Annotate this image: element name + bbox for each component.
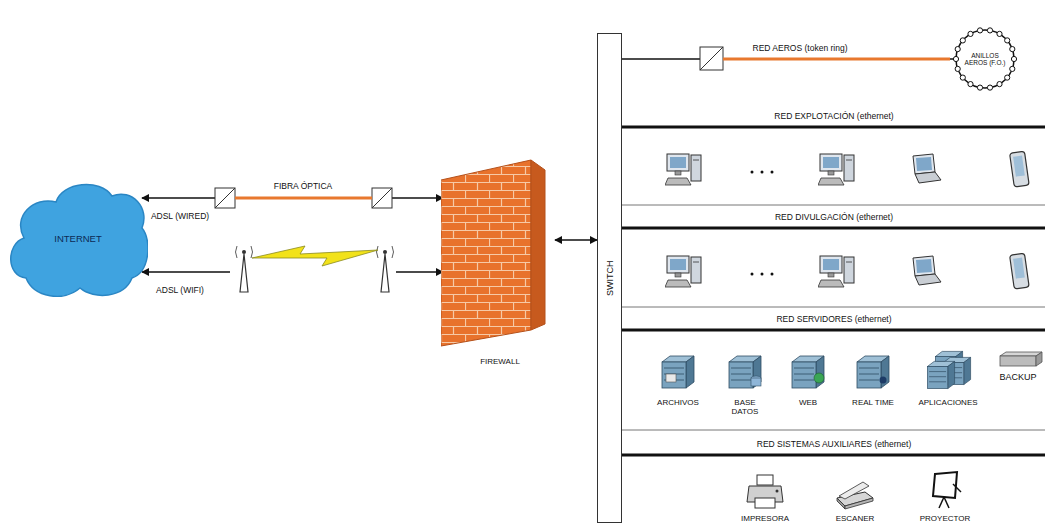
ring-node	[955, 47, 960, 52]
device-label: ESCANER	[836, 514, 875, 523]
link-label: ADSL (WIFI)	[156, 286, 204, 296]
ring-node	[953, 56, 958, 61]
node-text: ANILLOS AEROS (F.O.)	[964, 52, 1006, 66]
link-label: ADSL (WIRED)	[151, 212, 209, 222]
ring-node	[987, 28, 992, 33]
ring-node	[955, 66, 960, 71]
ring-node	[977, 28, 982, 33]
ring-node	[968, 82, 973, 87]
ring-node	[997, 31, 1002, 36]
ring-node	[960, 75, 965, 80]
device-label: PROYECTOR	[920, 514, 971, 523]
node-text: INTERNET	[54, 234, 102, 245]
ring-node	[987, 85, 992, 90]
device-label: IMPRESORA	[741, 514, 789, 523]
cloud-outline	[11, 185, 148, 297]
device-label: WEB	[799, 398, 817, 407]
device-label: BACKUP	[999, 372, 1036, 382]
workstation-icons	[665, 151, 1029, 289]
token-ring: ANILLOS AEROS (F.O.)	[952, 26, 1018, 92]
firewall-wall: FIREWALL	[441, 158, 559, 370]
node-text: FIREWALL	[441, 357, 559, 366]
connector-label: FIBRA ÓPTICA	[272, 181, 335, 191]
ring-node	[960, 38, 965, 43]
ring-node	[1005, 38, 1010, 43]
ring-outline	[956, 30, 1014, 88]
device-label: BASE DATOS	[728, 398, 762, 416]
firewall-side	[531, 160, 545, 330]
server-icons	[662, 351, 1042, 388]
ring-node	[1011, 56, 1016, 61]
firewall-bricks	[441, 158, 551, 348]
ring-node	[1010, 66, 1015, 71]
ring-node	[1005, 75, 1010, 80]
ring-node	[977, 85, 982, 90]
connector	[622, 58, 954, 59]
peripheral-icons	[747, 472, 961, 509]
node-text: SWITCH	[604, 260, 614, 296]
device-label: REAL TIME	[852, 398, 894, 407]
network-title: RED DIVULGACIÓN (ethernet)	[775, 213, 893, 223]
network-buses	[622, 127, 1045, 455]
switch-bar: SWITCH	[597, 33, 622, 523]
connector	[142, 271, 443, 272]
device-label: ARCHIVOS	[657, 398, 699, 407]
connector	[142, 197, 443, 198]
connector	[555, 239, 597, 240]
ring-node	[997, 82, 1002, 87]
network-title: RED EXPLOTACIÓN (ethernet)	[774, 112, 893, 122]
internet-cloud: INTERNET	[8, 178, 148, 300]
connector-label: RED AEROS (token ring)	[751, 43, 850, 53]
ring-node	[1010, 47, 1015, 52]
network-title: RED SERVIDORES (ethernet)	[776, 315, 891, 325]
device-label: APLICACIONES	[918, 398, 977, 407]
firewall-front	[441, 160, 531, 346]
wifi-antennas	[236, 246, 394, 292]
ring-node	[968, 31, 973, 36]
network-title: RED SISTEMAS AUXILIARES (ethernet)	[757, 440, 911, 450]
